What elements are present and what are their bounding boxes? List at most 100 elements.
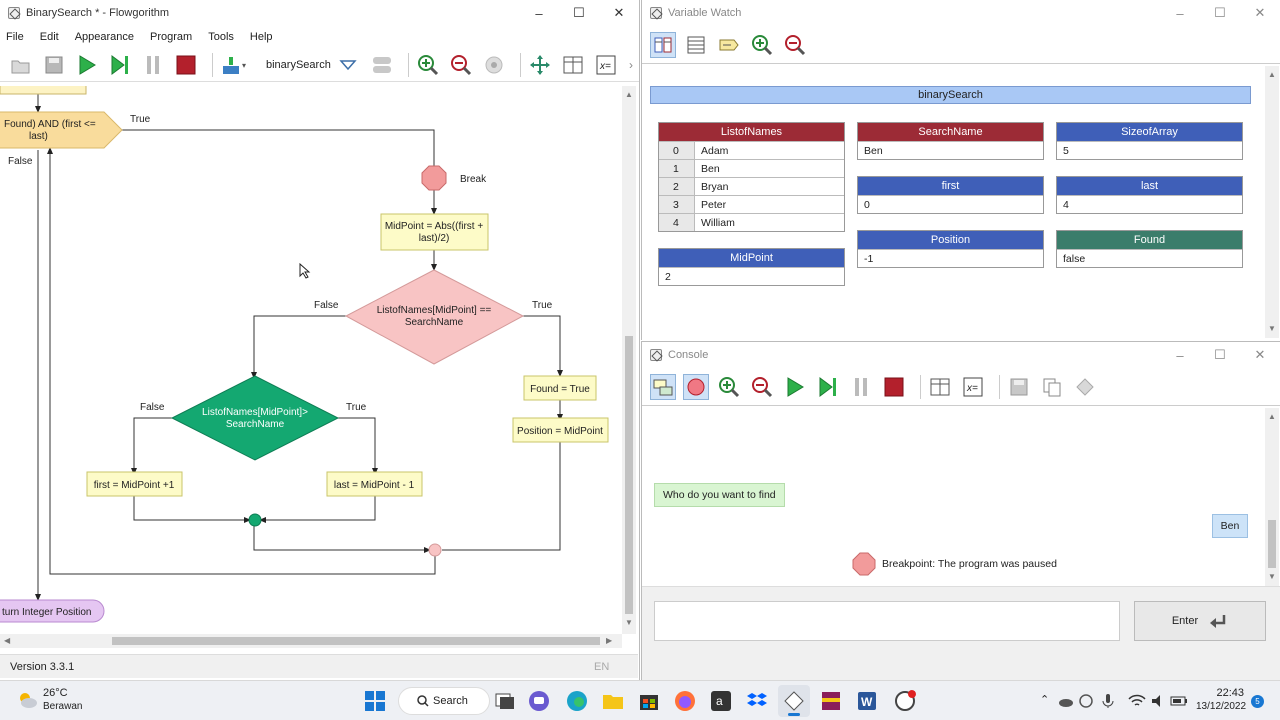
scroll-down-arrow-icon[interactable]: ▼ — [625, 618, 633, 627]
menu-appearance[interactable]: Appearance — [74, 31, 135, 43]
console-save-button[interactable] — [1006, 374, 1032, 400]
scroll-right-arrow-icon[interactable]: ▶ — [606, 636, 613, 645]
console-variable-watch-button[interactable]: x= — [960, 374, 986, 400]
scroll-up-arrow-icon[interactable]: ▲ — [1268, 412, 1276, 421]
hscroll-thumb[interactable] — [112, 637, 600, 645]
zoom-out-button[interactable] — [448, 52, 474, 78]
vw-vertical-scrollbar[interactable]: ▲ ▼ — [1265, 66, 1279, 338]
console-clear-button[interactable] — [1072, 374, 1098, 400]
function-selector[interactable]: binarySearch — [266, 58, 331, 71]
position-assign-block[interactable] — [512, 417, 609, 443]
found-assign-block[interactable] — [523, 375, 597, 401]
firefox-icon[interactable] — [674, 690, 696, 712]
word-icon[interactable]: W — [856, 690, 878, 712]
scroll-up-arrow-icon[interactable]: ▲ — [625, 90, 633, 99]
vw-minimize-button[interactable]: – — [1176, 5, 1184, 21]
clock[interactable]: 22:43 13/12/2022 — [1196, 687, 1246, 713]
volume-icon[interactable] — [1150, 693, 1166, 709]
stop-button[interactable] — [173, 52, 199, 78]
menu-help[interactable]: Help — [249, 31, 273, 43]
minimize-button[interactable]: – — [535, 5, 543, 21]
wifi-icon[interactable] — [1128, 693, 1146, 709]
scroll-left-arrow-icon[interactable]: ◀ — [4, 636, 11, 645]
layout-windows-button[interactable] — [560, 52, 586, 78]
scroll-down-arrow-icon[interactable]: ▼ — [1268, 324, 1276, 333]
return-block[interactable] — [0, 599, 105, 623]
partial-assign-block[interactable] — [0, 86, 87, 95]
microsoft-store-icon[interactable] — [638, 690, 660, 712]
menu-tools[interactable]: Tools — [208, 31, 234, 43]
variable-watch-button[interactable]: x= — [593, 52, 619, 78]
while-loop-block[interactable] — [0, 111, 123, 149]
flowchart-canvas[interactable]: Found) AND (first <= last) True False Br… — [0, 86, 622, 634]
console-zoom-in-button[interactable] — [716, 374, 742, 400]
windows-start-icon[interactable] — [364, 690, 386, 712]
vw-zoom-in-button[interactable] — [749, 32, 775, 58]
console-input-field[interactable] — [654, 601, 1120, 641]
amazon-icon[interactable]: a — [710, 690, 732, 712]
microphone-icon[interactable] — [1100, 693, 1116, 709]
breakpoint-toggle-button[interactable] — [683, 373, 709, 400]
console-close-button[interactable]: ✕ — [1254, 347, 1266, 362]
view-labels-button[interactable] — [716, 32, 742, 58]
close-button[interactable]: ✕ — [613, 5, 625, 20]
enter-button[interactable]: Enter — [1134, 601, 1266, 641]
notification-badge[interactable]: 5 — [1251, 695, 1264, 708]
console-copy-button[interactable] — [1039, 374, 1065, 400]
first-assign-block[interactable] — [86, 471, 183, 497]
vw-maximize-button[interactable]: ☐ — [1214, 5, 1226, 20]
midpoint-assign-block[interactable] — [380, 213, 489, 251]
vw-zoom-out-button[interactable] — [782, 32, 808, 58]
console-step-button[interactable] — [815, 374, 841, 400]
scroll-up-arrow-icon[interactable]: ▲ — [1268, 70, 1276, 79]
battery-icon[interactable] — [1170, 693, 1188, 709]
tray-chevron-up-icon[interactable]: ⌃ — [1040, 694, 1050, 706]
menu-file[interactable]: File — [6, 31, 24, 43]
console-zoom-out-button[interactable] — [749, 374, 775, 400]
canvas-vertical-scrollbar[interactable]: ▲ ▼ — [622, 86, 636, 634]
edge-browser-icon[interactable] — [566, 690, 588, 712]
fit-view-button[interactable] — [527, 52, 553, 78]
console-maximize-button[interactable]: ☐ — [1214, 347, 1226, 362]
menu-edit[interactable]: Edit — [39, 31, 59, 43]
console-run-button[interactable] — [782, 374, 808, 400]
show-flow-button[interactable] — [650, 373, 676, 400]
step-button[interactable] — [107, 52, 133, 78]
obs-recording-icon[interactable] — [894, 690, 916, 712]
last-assign-block[interactable] — [326, 471, 423, 497]
teams-chat-icon[interactable] — [528, 690, 550, 712]
console-vertical-scrollbar[interactable]: ▲ ▼ — [1265, 408, 1279, 586]
scroll-thumb[interactable] — [625, 336, 633, 614]
sync-icon[interactable] — [1078, 693, 1094, 709]
console-scroll-thumb[interactable] — [1268, 520, 1276, 568]
flowgorithm-taskbar-button[interactable] — [778, 685, 810, 717]
winrar-icon[interactable] — [820, 690, 842, 712]
console-stop-button[interactable] — [881, 374, 907, 400]
view-list-button[interactable] — [683, 32, 709, 58]
toolbar-overflow-icon[interactable]: › — [629, 58, 633, 72]
weather-widget[interactable]: 26°C Berawan — [16, 687, 82, 713]
dropbox-icon[interactable] — [746, 690, 768, 712]
menu-program[interactable]: Program — [150, 31, 193, 43]
pause-button[interactable] — [140, 52, 166, 78]
reset-zoom-button[interactable] — [481, 52, 507, 78]
view-boxes-button[interactable] — [650, 31, 676, 58]
console-minimize-button[interactable]: – — [1176, 347, 1184, 363]
onedrive-cloud-icon[interactable] — [1058, 693, 1074, 709]
file-explorer-icon[interactable] — [602, 690, 624, 712]
zoom-in-button[interactable] — [415, 52, 441, 78]
vw-close-button[interactable]: ✕ — [1254, 5, 1266, 20]
scroll-down-arrow-icon[interactable]: ▼ — [1268, 572, 1276, 581]
save-button[interactable] — [41, 52, 67, 78]
decision-greater-block[interactable] — [170, 375, 340, 461]
console-pause-button[interactable] — [848, 374, 874, 400]
break-block[interactable] — [421, 165, 447, 191]
canvas-horizontal-scrollbar[interactable]: ◀ ▶ — [0, 634, 622, 648]
console-layout-button[interactable] — [927, 374, 953, 400]
function-manager-button[interactable] — [369, 52, 395, 78]
taskbar-search-box[interactable]: Search — [398, 687, 490, 715]
chevron-down-icon[interactable] — [339, 58, 357, 72]
run-button[interactable] — [74, 52, 100, 78]
layout-menu-button[interactable]: ▾ — [219, 52, 249, 78]
decision-equals-block[interactable] — [344, 269, 525, 365]
